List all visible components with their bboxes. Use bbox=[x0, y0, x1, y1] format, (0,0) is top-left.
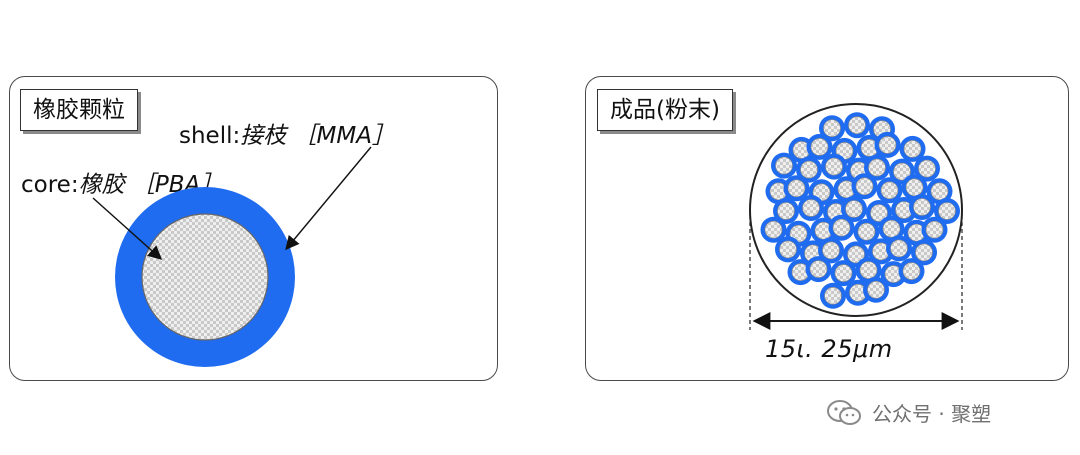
powder-particle-core bbox=[825, 157, 843, 176]
particle-size-label: 15ι. 25μm bbox=[765, 335, 893, 363]
powder-particle-core bbox=[868, 158, 886, 177]
shell-label: shell:接枝 ［MMA］ bbox=[179, 116, 395, 150]
powder-particle-core bbox=[809, 260, 828, 278]
powder-particle-core bbox=[847, 245, 865, 264]
powder-particle-core bbox=[878, 136, 897, 154]
powder-particle-core bbox=[930, 182, 949, 201]
powder-title: 成品(粉末) bbox=[597, 89, 733, 131]
powder-particle-core bbox=[880, 181, 899, 200]
powder-particle-core bbox=[777, 202, 795, 220]
powder-particle-core bbox=[925, 220, 944, 239]
core-arrow bbox=[92, 197, 163, 260]
powder-particle-core bbox=[810, 138, 829, 156]
powder-particle-core bbox=[918, 159, 936, 178]
watermark: 公众号 · 聚塑 bbox=[826, 398, 991, 427]
powder-particle-core bbox=[800, 160, 818, 179]
powder-particle-core bbox=[893, 162, 911, 181]
powder-particle-core bbox=[822, 241, 840, 260]
powder-particle-core bbox=[834, 264, 853, 282]
rubber-core bbox=[141, 213, 269, 341]
powder-particle-core bbox=[832, 218, 851, 237]
rubber-particle-title: 橡胶颗粒 bbox=[20, 89, 138, 131]
powder-particle-core bbox=[938, 202, 956, 220]
powder-particle-core bbox=[859, 261, 878, 279]
powder-particle-core bbox=[903, 140, 922, 158]
powder-particle-core bbox=[913, 198, 931, 216]
shell-label-detail: 接枝 ［MMA］ bbox=[240, 123, 395, 149]
powder-particle-core bbox=[764, 220, 783, 239]
powder-particle-core bbox=[867, 280, 885, 299]
shell-label-prefix: shell: bbox=[179, 123, 241, 149]
powder-particle-core bbox=[905, 178, 924, 197]
powder-particle-core bbox=[848, 116, 866, 134]
powder-particle-core bbox=[902, 262, 921, 280]
powder-particle-core bbox=[857, 222, 876, 241]
powder-particle-core bbox=[779, 240, 797, 259]
powder-particle-core bbox=[824, 286, 842, 305]
watermark-text: 公众号 · 聚塑 bbox=[872, 402, 992, 426]
shell-arrow bbox=[285, 146, 372, 251]
powder-particle-core bbox=[915, 243, 933, 262]
core-label-prefix: core: bbox=[21, 172, 79, 198]
wechat-icon bbox=[827, 399, 861, 425]
powder-particle-core bbox=[890, 239, 908, 258]
powder-particle-core bbox=[845, 200, 863, 218]
powder-particle-core bbox=[870, 204, 888, 222]
powder-particle-core bbox=[882, 219, 901, 238]
powder-particle-core bbox=[823, 119, 841, 137]
powder-particle-core bbox=[787, 179, 806, 198]
powder-particle-core bbox=[855, 177, 874, 196]
powder-particles bbox=[760, 112, 960, 309]
powder-particle-core bbox=[802, 199, 820, 217]
powder-particle-core bbox=[775, 156, 793, 175]
